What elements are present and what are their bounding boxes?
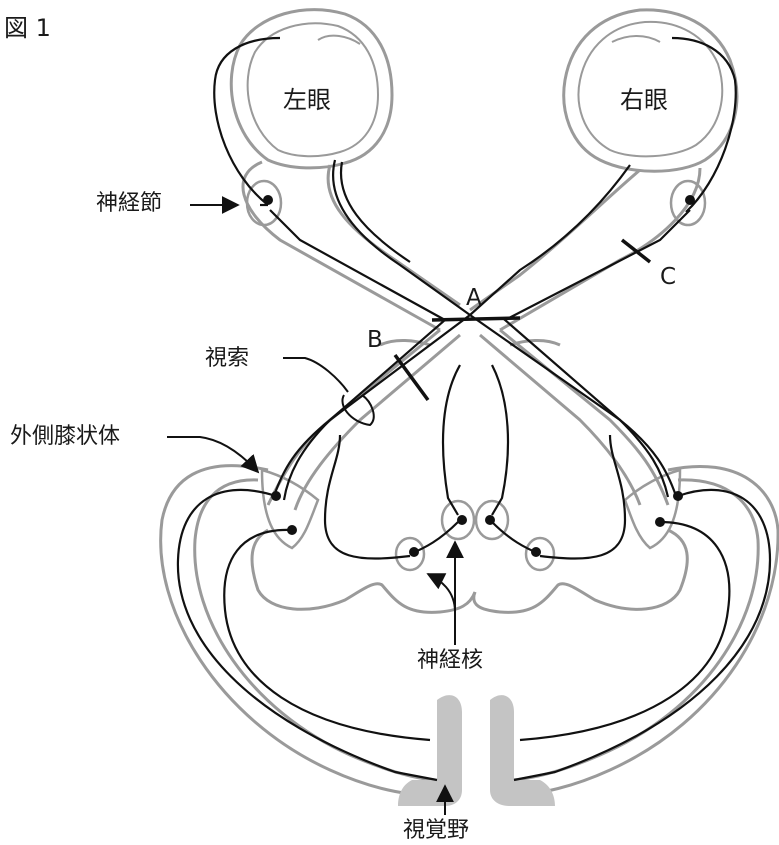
lgn-label: 外側膝状体 [10,426,120,448]
ganglion-label: 神経節 [96,193,162,215]
lgn-right [625,470,680,548]
brain-outline [161,340,778,795]
cut-a-line [432,318,520,320]
left-eye-label: 左眼 [283,88,331,112]
cut-a-label: A [466,287,482,310]
visual-cortex-region [398,695,555,806]
nucleus-label: 神経核 [417,650,483,672]
cut-b-label: B [367,329,383,352]
tract-leader [283,358,348,392]
nucleus-arrow-left [428,574,455,612]
cut-b-line [395,355,428,400]
cell-bodies [263,195,695,557]
optic-tubes [243,162,700,510]
pointer-arrows [167,205,455,815]
optic-tract-label: 視索 [205,348,249,370]
figure-label: 図 1 [4,16,51,40]
cut-c-label: C [660,266,676,289]
cell-outlines [247,181,705,570]
visual-cortex-label: 視覚野 [403,820,469,842]
right-eye-label: 右眼 [620,88,668,112]
